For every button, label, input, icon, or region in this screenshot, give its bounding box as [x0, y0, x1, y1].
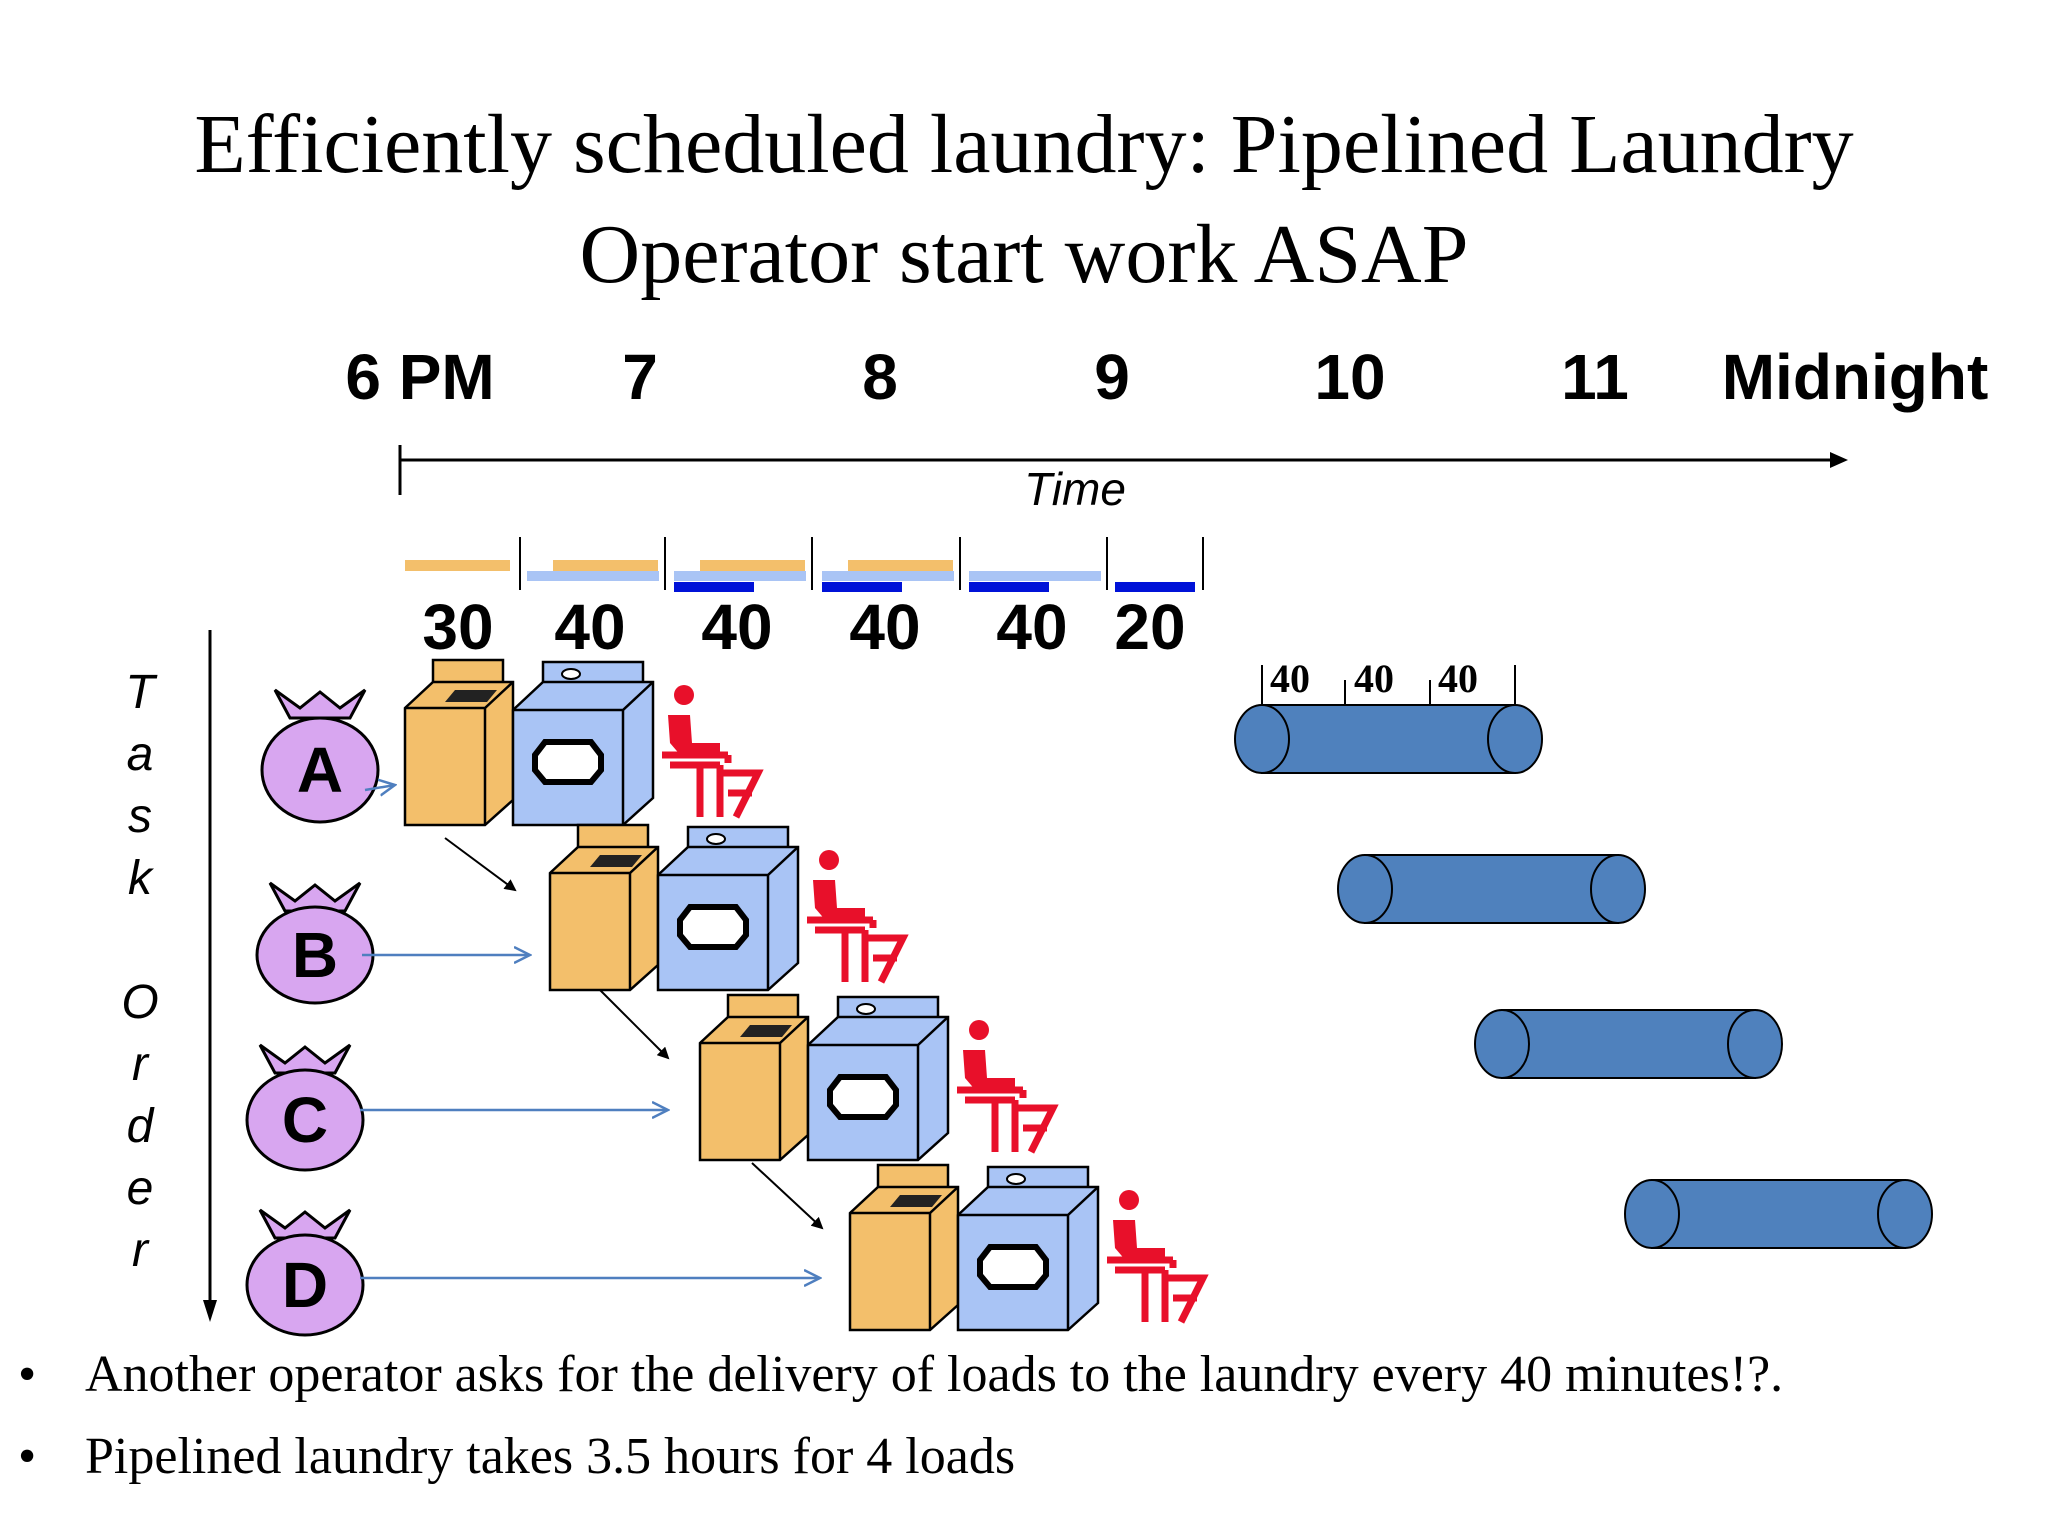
- bullet-text: Another operator asks for the delivery o…: [85, 1346, 1784, 1403]
- task-order-letter: T: [125, 666, 155, 719]
- task-order-axis: [203, 630, 217, 1322]
- folder-icon: [957, 1020, 1059, 1154]
- pipeline-cylinder-d: [1624, 1179, 1933, 1249]
- load-label-a: A: [296, 734, 344, 806]
- task-order-letter: a: [126, 728, 154, 781]
- time-axis-label: Time: [1024, 463, 1126, 515]
- time-axis: [398, 445, 1848, 495]
- folder-icon: [807, 850, 909, 984]
- pipeline-cylinder-a: [1234, 704, 1543, 774]
- hour-label-8: 8: [862, 341, 898, 413]
- duration-label: 40: [996, 591, 1068, 663]
- pipeline-cylinder-b: [1337, 854, 1646, 924]
- laundry-bag-icon: [260, 688, 380, 824]
- machine-set-d: [848, 1163, 1209, 1332]
- dryer-icon: [956, 1165, 1100, 1332]
- load-label-c: C: [281, 1084, 329, 1156]
- machine-set-a: [403, 658, 764, 827]
- dryer-icon: [806, 995, 950, 1162]
- hour-label-6pm: 6 PM: [345, 341, 495, 413]
- duration-label: 30: [422, 591, 494, 663]
- hour-label-10: 10: [1314, 341, 1386, 413]
- pipeline-cylinder-c: [1474, 1009, 1783, 1079]
- task-order-letter: O: [121, 976, 159, 1029]
- duration-label: 40: [554, 591, 626, 663]
- title-line-1: Efficiently scheduled laundry: Pipelined…: [194, 98, 1854, 191]
- duration-label: 40: [849, 591, 921, 663]
- pipe-stage-ticks: [1261, 665, 1516, 705]
- task-order-letter: r: [132, 1038, 148, 1091]
- hour-label-11: 11: [1561, 341, 1629, 413]
- laundry-bag-icon: [245, 1208, 365, 1337]
- pipe-stage-time: 40: [1270, 656, 1310, 701]
- machine-set-b: [548, 823, 909, 992]
- pipe-stage-time: 40: [1438, 656, 1478, 701]
- washer-icon: [698, 993, 810, 1162]
- task-order-letter: d: [126, 1100, 154, 1153]
- task-order-letter: s: [128, 790, 152, 843]
- task-order-letter: e: [126, 1162, 154, 1215]
- load-label-b: B: [291, 919, 339, 991]
- duration-label: 40: [701, 591, 773, 663]
- dryer-icon: [656, 825, 800, 992]
- bullet-dot: •: [18, 1428, 37, 1485]
- hour-label-7: 7: [622, 341, 658, 413]
- washer-icon: [548, 823, 660, 992]
- laundry-bag-icon: [245, 1043, 365, 1172]
- dryer-icon: [511, 660, 655, 827]
- task-order-letter: k: [128, 852, 152, 905]
- folder-icon: [1107, 1190, 1209, 1324]
- task-order-letter: r: [132, 1224, 148, 1277]
- hour-label-midnight: Midnight: [1721, 341, 1989, 413]
- machine-set-c: [698, 993, 1059, 1162]
- pipe-stage-time: 40: [1354, 656, 1394, 701]
- slide-title: Efficiently scheduled laundry: Pipelined…: [0, 90, 2048, 310]
- stage-timeline: [405, 537, 1204, 592]
- bullet-item: • Another operator asks for the delivery…: [0, 1345, 1785, 1405]
- duration-label: 20: [1114, 591, 1186, 663]
- bullet-item: • Pipelined laundry takes 3.5 hours for …: [0, 1427, 1785, 1487]
- hour-label-9: 9: [1094, 341, 1130, 413]
- folder-icon: [662, 685, 764, 819]
- washer-icon: [848, 1163, 960, 1332]
- bullet-dot: •: [18, 1346, 37, 1403]
- load-label-d: D: [281, 1249, 329, 1321]
- bullet-list: • Another operator asks for the delivery…: [0, 1345, 2048, 1509]
- washer-icon: [403, 658, 515, 827]
- bullet-text: Pipelined laundry takes 3.5 hours for 4 …: [85, 1428, 1016, 1485]
- title-line-2: Operator start work ASAP: [579, 208, 1469, 301]
